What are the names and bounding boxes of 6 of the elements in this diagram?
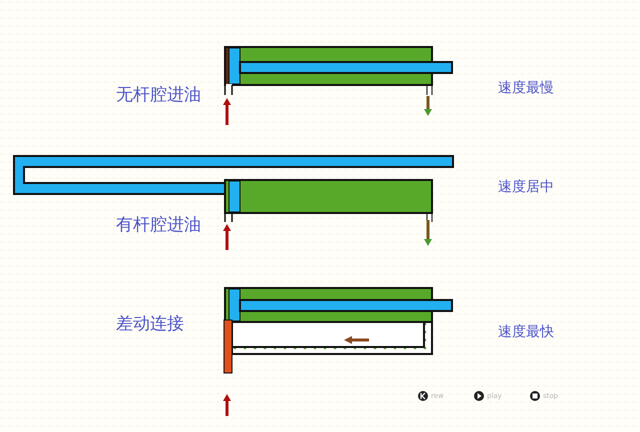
- speed-note: 速度居中: [498, 180, 554, 194]
- speed-note: 速度最慢: [498, 81, 554, 95]
- caption-text: 无杆腔进油: [116, 87, 201, 104]
- caption-text: 差动连接: [116, 316, 184, 333]
- caption-text: 有杆腔进油: [116, 217, 201, 234]
- speed-note: 速度最快: [498, 325, 554, 339]
